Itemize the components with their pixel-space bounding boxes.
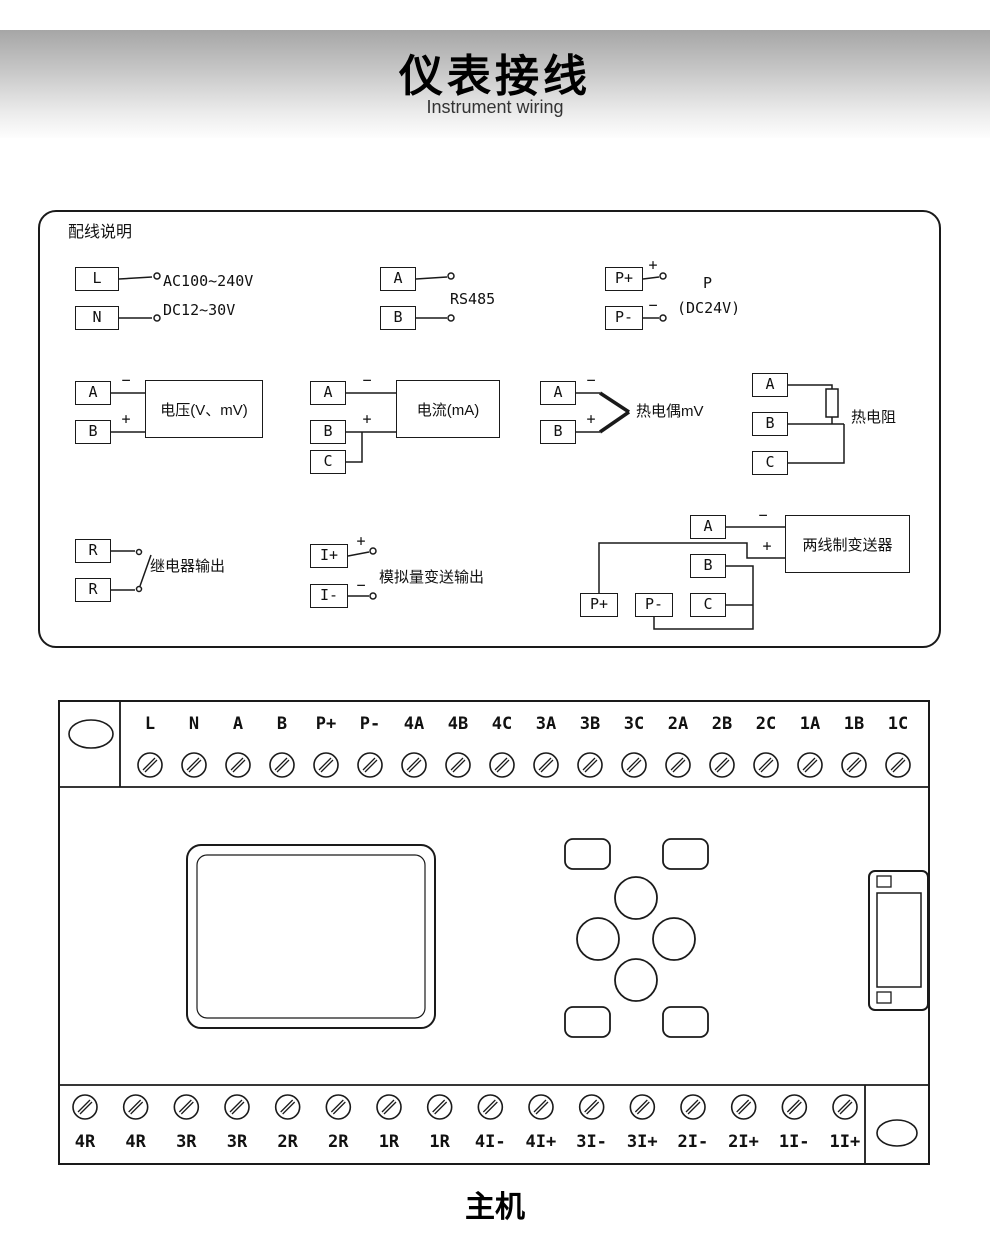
legend-relay-terminal-r2: R: [75, 578, 111, 602]
legend-current-source-box: 电流(mA): [396, 380, 500, 438]
bottom-terminal-label: 4I+: [525, 1132, 557, 1152]
legend-thermocouple-terminal-a: A: [540, 381, 576, 405]
legend-transmitter-terminal-a: A: [690, 515, 726, 539]
legend-voltage-terminal-a: A: [75, 381, 111, 405]
header-banner: [0, 30, 990, 138]
bottom-terminal-label: 1R: [429, 1132, 450, 1152]
legend-relay-label: 继电器输出: [150, 558, 226, 575]
bottom-terminal-label: 2I+: [728, 1132, 759, 1152]
page-title: 仪表接线: [399, 52, 591, 101]
top-terminal-label: 4B: [447, 714, 469, 734]
legend-power-terminal-n: N: [75, 306, 119, 330]
bottom-terminal-label: 2R: [328, 1132, 349, 1152]
legend-current-terminal-a: A: [310, 381, 346, 405]
legend-rs485-terminal-a: A: [380, 267, 416, 291]
top-terminal-label: 2C: [755, 714, 777, 734]
top-terminal-label: 3A: [535, 714, 557, 734]
legend-auxpower-dc24v-label: (DC24V): [677, 299, 741, 317]
legend-rtd-terminal-b: B: [752, 412, 788, 436]
bottom-terminal-label: 2R: [277, 1132, 298, 1152]
legend-rs485-label: RS485: [450, 290, 496, 308]
wiring-legend-title: 配线说明: [68, 224, 133, 241]
device-panel: [58, 700, 930, 1165]
bottom-terminal-label: 3I-: [576, 1132, 607, 1152]
legend-thermocouple-plus-sign: +: [586, 410, 596, 428]
legend-transmitter-terminal-pplus: P+: [580, 593, 618, 617]
legend-transmitter-terminal-pminus: P-: [635, 593, 673, 617]
legend-auxpower-terminal-pplus: P+: [605, 267, 643, 291]
legend-thermocouple-minus-sign: −: [586, 371, 596, 389]
legend-transmitter-terminal-c: C: [690, 593, 726, 617]
legend-current-plus-sign: +: [362, 410, 372, 428]
top-terminal-label: A: [232, 714, 244, 734]
bottom-terminal-label: 4R: [74, 1132, 96, 1152]
legend-voltage-plus-sign: +: [121, 410, 131, 428]
top-terminal-label: 1C: [887, 714, 909, 734]
top-terminal-label: 2A: [667, 714, 689, 734]
legend-transmitter-box: 两线制变送器: [785, 515, 910, 573]
bottom-terminal-label: 1I-: [778, 1132, 810, 1152]
legend-analogout-plus-sign: +: [356, 532, 366, 550]
legend-voltage-source-box: 电压(V、mV): [145, 380, 263, 438]
top-terminal-labels: L N A B P+ P- 4A 4B 4C 3A 3B 3C 2A 2B 2C 1A 1B 1C: [130, 714, 918, 734]
bottom-terminal-label: 2I-: [677, 1132, 709, 1152]
top-terminal-label: 4A: [403, 714, 425, 734]
top-terminal-label: 3B: [579, 714, 601, 734]
legend-voltage-terminal-b: B: [75, 420, 111, 444]
top-terminal-label: 4C: [491, 714, 513, 734]
bottom-terminal-label: 4I-: [474, 1132, 506, 1152]
top-terminal-label: 1A: [799, 714, 821, 734]
legend-power-dc-label: DC12~30V: [163, 301, 236, 319]
legend-auxpower-p-label: P: [703, 274, 713, 292]
bottom-terminal-label: 4R: [125, 1132, 146, 1152]
legend-voltage-minus-sign: −: [121, 371, 131, 389]
bottom-terminal-label: 1I+: [829, 1132, 861, 1152]
legend-analogout-minus-sign: −: [356, 576, 366, 594]
legend-thermocouple-label: 热电偶mV: [636, 403, 704, 420]
legend-auxpower-plus-sign: +: [648, 256, 658, 274]
legend-analogout-label: 模拟量变送输出: [379, 569, 485, 586]
legend-analogout-terminal-iminus: I-: [310, 584, 348, 608]
top-terminal-label: B: [276, 714, 288, 734]
legend-rtd-terminal-a: A: [752, 373, 788, 397]
legend-thermocouple-terminal-b: B: [540, 420, 576, 444]
bottom-terminal-label: 1R: [378, 1132, 400, 1152]
legend-relay-terminal-r1: R: [75, 539, 111, 563]
legend-rs485-terminal-b: B: [380, 306, 416, 330]
bottom-terminal-label: 3R: [176, 1132, 197, 1152]
page-subtitle: Instrument wiring: [426, 97, 564, 117]
legend-rtd-label: 热电阻: [851, 409, 897, 426]
bottom-terminal-label: 3R: [226, 1132, 248, 1152]
bottom-terminal-labels: 4R 4R 3R 3R 2R 2R 1R 1R 4I- 4I+ 3I- 3I+ 2I- 2I+ 1I- 1I+: [63, 1132, 867, 1152]
top-terminal-label: 3C: [623, 714, 645, 734]
legend-analogout-terminal-iplus: I+: [310, 544, 348, 568]
legend-current-terminal-c: C: [310, 450, 346, 474]
device-caption: 主机: [465, 1191, 525, 1224]
top-terminal-label: L: [144, 714, 156, 734]
top-terminal-label: 1B: [843, 714, 865, 734]
legend-power-terminal-l: L: [75, 267, 119, 291]
bottom-terminal-label: 3I+: [626, 1132, 658, 1152]
legend-auxpower-minus-sign: −: [648, 296, 658, 314]
legend-transmitter-plus-sign: +: [762, 537, 772, 555]
legend-rtd-terminal-c: C: [752, 451, 788, 475]
legend-power-ac-label: AC100~240V: [163, 272, 254, 290]
legend-auxpower-terminal-pminus: P-: [605, 306, 643, 330]
legend-current-minus-sign: −: [362, 371, 372, 389]
legend-transmitter-minus-sign: −: [758, 506, 768, 524]
legend-current-terminal-b: B: [310, 420, 346, 444]
top-terminal-label: P-: [359, 714, 381, 734]
top-terminal-label: P+: [315, 714, 337, 734]
legend-transmitter-terminal-b: B: [690, 554, 726, 578]
top-terminal-label: N: [188, 714, 200, 734]
top-terminal-label: 2B: [711, 714, 733, 734]
